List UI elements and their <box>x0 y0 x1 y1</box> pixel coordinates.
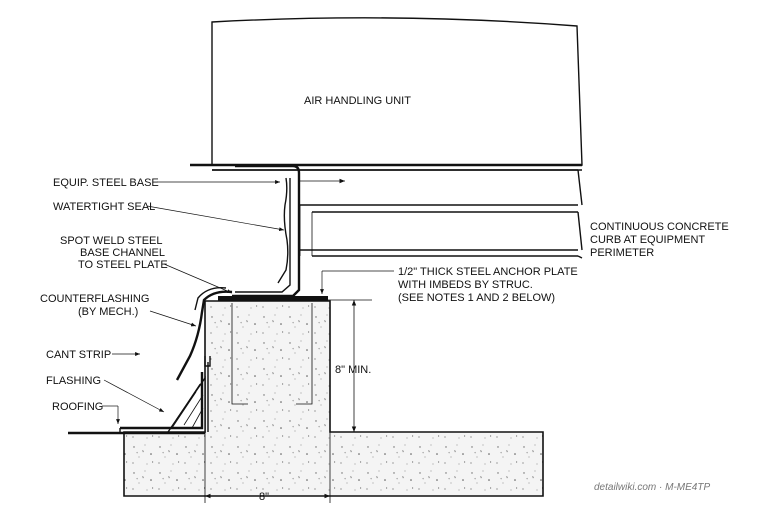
watermark: detailwiki.com · M-ME4TP <box>594 482 710 493</box>
label-spot-weld-3: TO STEEL PLATE <box>78 259 168 271</box>
base-channel <box>232 164 301 298</box>
label-spot-weld-1: SPOT WELD STEEL <box>60 235 163 247</box>
label-counterflashing-1: COUNTERFLASHING <box>40 293 149 305</box>
label-roofing: ROOFING <box>52 401 103 413</box>
label-anchor-plate-1: 1/2" THICK STEEL ANCHOR PLATE <box>398 266 578 278</box>
anchor-plate <box>218 296 328 301</box>
label-steel-base: EQUIP. STEEL BASE <box>53 177 159 189</box>
label-watertight-seal: WATERTIGHT SEAL <box>53 201 155 213</box>
label-anchor-plate-2: WITH IMBEDS BY STRUC. <box>398 279 533 291</box>
label-curb-1: CONTINUOUS CONCRETE <box>590 221 729 233</box>
label-air-handling-unit: AIR HANDLING UNIT <box>304 95 411 107</box>
roof-flashing-assembly <box>68 287 233 435</box>
label-width-dimension: 8" <box>259 491 269 503</box>
label-anchor-plate-3: (SEE NOTES 1 AND 2 BELOW) <box>398 292 555 304</box>
label-curb-3: PERIMETER <box>590 247 654 259</box>
equipment-steel-base <box>212 169 583 259</box>
label-flashing: FLASHING <box>46 375 101 387</box>
dimensions <box>204 299 372 503</box>
air-handling-unit <box>190 17 583 171</box>
label-counterflashing-2: (BY MECH.) <box>78 306 138 318</box>
label-cant-strip: CANT STRIP <box>46 349 111 361</box>
label-height-dimension: 8" MIN. <box>335 364 371 376</box>
label-curb-2: CURB AT EQUIPMENT <box>590 234 705 246</box>
concrete-curb <box>123 300 544 497</box>
watertight-seal <box>277 177 289 284</box>
label-spot-weld-2: BASE CHANNEL <box>80 247 165 259</box>
